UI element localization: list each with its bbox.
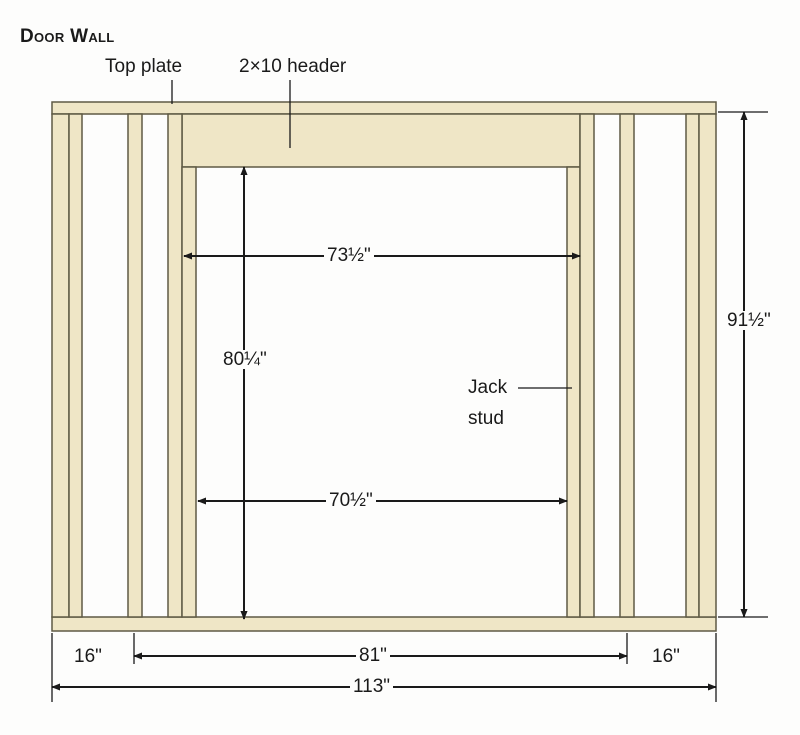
header-opening-dimension: 73½" [324,246,374,265]
rough-opening-dimension: 70½" [326,491,376,510]
jack-stud-left [181,166,197,618]
wall-height-dimension: 91½" [724,311,774,330]
end-stud-left-inner [68,113,83,618]
bottom-plate [51,616,717,632]
center-span-dimension: 81" [356,646,390,665]
end-stud-right [698,113,717,618]
left-stud-spacing-dimension: 16" [74,646,102,667]
right-stud-spacing-dimension: 16" [652,646,680,667]
jack-stud-right [566,166,581,618]
header [181,113,581,168]
door-height-dimension: 80¼" [220,350,270,369]
king-stud-right [579,113,595,618]
jack-stud-label-line1: Jack [468,377,508,398]
top-plate [51,101,717,115]
overall-length-dimension: 113" [350,677,394,696]
end-stud-left [51,113,70,618]
header-label: 2×10 header [239,56,347,77]
diagram-title: Door Wall [20,26,115,47]
top-plate-label: Top plate [105,56,183,77]
king-stud-left [167,113,183,618]
stud-right [619,113,635,618]
jack-stud-label-line2: stud [468,408,504,429]
stud-left [127,113,143,618]
end-stud-right-inner [685,113,700,618]
